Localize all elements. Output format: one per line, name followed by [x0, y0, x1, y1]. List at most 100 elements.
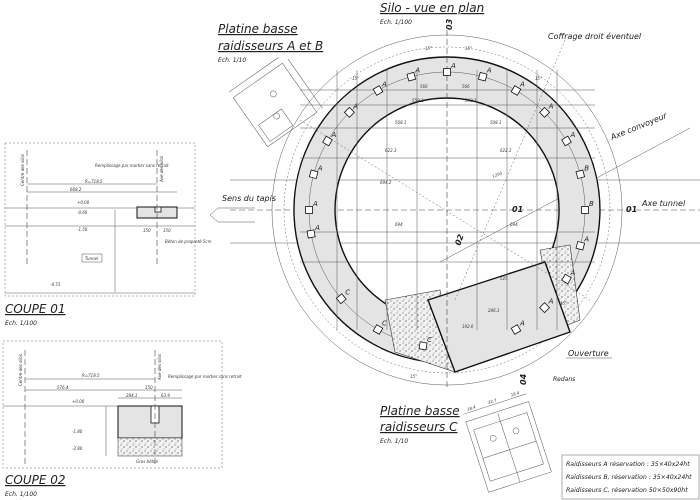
dim-text: 1250	[492, 170, 504, 179]
reservation-marker-icon	[581, 206, 589, 214]
reservation-marker-icon	[477, 71, 488, 82]
reservation-marker-icon	[575, 169, 586, 180]
dim-text: 246.3	[488, 308, 500, 313]
reservation-marker-icon	[510, 85, 522, 96]
reservation-marker-icon	[561, 273, 572, 285]
marker-label: A	[450, 62, 456, 70]
dim-text: 608.2	[70, 187, 82, 192]
angle-text: 15°	[535, 76, 542, 81]
marker-label: A	[519, 80, 525, 88]
stiffener	[258, 108, 294, 142]
dim-text: 559.2	[465, 98, 477, 103]
coupe-01: Centre des silos Axe des silos Remplissa…	[4, 142, 212, 327]
legend-item: Raidisseurs A réservation : 35×40x24ht	[566, 460, 690, 468]
angle-text: 15°	[560, 301, 567, 306]
dim-text: 566	[420, 84, 428, 89]
gros-beton-label: Gros béton	[136, 459, 159, 464]
marker-label: B	[589, 200, 594, 208]
platine-c-title-1: Platine basse	[380, 404, 460, 418]
coupe-02-title: COUPE 02	[5, 473, 66, 487]
reservation-marker-icon	[539, 302, 551, 314]
centre-label: Centre des silos	[20, 154, 25, 186]
marker-label: A	[381, 80, 387, 88]
dim-text: 508.1	[395, 120, 406, 125]
marker-label: A	[548, 298, 554, 306]
conveyor-axis-label: Axe convoyeur	[608, 111, 668, 142]
marker-label: A	[312, 200, 318, 208]
bolt-hole-icon	[273, 112, 280, 120]
reservation-marker-icon	[372, 85, 384, 96]
section-mark-02: 02	[453, 233, 465, 247]
dim-text: 150	[145, 385, 153, 390]
section-mark-01: 01	[512, 205, 523, 214]
reservation-marker-icon	[561, 135, 572, 147]
marker-label: A	[570, 269, 576, 277]
platine-ab-title-1: Platine basse	[218, 22, 298, 36]
stiffener	[497, 413, 521, 483]
dim-text: 192.6	[462, 324, 474, 329]
marker-label: A	[583, 236, 589, 244]
bolt-hole-icon	[270, 90, 277, 98]
level-text: -2.80	[72, 446, 83, 451]
dim-line	[287, 59, 323, 109]
legend-box	[561, 454, 700, 500]
platine-c-title-2: raidisseurs C	[380, 420, 458, 434]
belt-direction-label: Sens du tapis	[222, 194, 276, 203]
marker-label: A	[314, 224, 320, 232]
bolt-hole-icon	[512, 427, 520, 435]
gros-beton	[117, 437, 183, 457]
tunnel-label: Tunnel	[85, 256, 99, 261]
redans-label: Redans	[553, 376, 575, 383]
reservation-legend: Raidisseurs A réservation : 35×40x24ht R…	[561, 454, 700, 500]
dim-text: 32.7	[487, 397, 497, 405]
reservation-marker-icon	[322, 135, 333, 147]
platine-c-detail: Platine basse raidisseurs C Ech. 1/10 18…	[380, 390, 552, 493]
level-text: -4.73	[50, 282, 61, 287]
reservation-marker-icon	[510, 324, 522, 335]
reservation-marker-icon	[306, 229, 316, 239]
dim-text: 622.3	[500, 148, 512, 153]
reservation-marker-icon	[335, 293, 347, 305]
level-text: +0.00	[72, 399, 85, 404]
axis-label: Axe des silos	[159, 156, 164, 183]
dim-text: 576.4	[57, 385, 69, 390]
dim-text: 18.4	[466, 404, 476, 412]
plate-outline	[232, 62, 318, 148]
dim-text: 559.2	[412, 98, 424, 103]
marker-label: A	[330, 131, 336, 139]
marker-label: C	[345, 289, 350, 297]
legend-item: Raidisseurs B, réservation : 35×40x24ht	[566, 473, 692, 481]
tunnel-tag	[81, 253, 103, 263]
coupe-02: Centre des silos Axe des silos Remplissa…	[2, 340, 242, 498]
coupe-02-scale: Ech. 1/100	[5, 491, 37, 498]
bolt-hole-icon	[489, 434, 497, 442]
dim-text: 525	[500, 276, 508, 281]
platine-ab-detail: Platine basse raidisseurs A et B Ech. 1/…	[218, 22, 323, 148]
dim-text: 284.1	[126, 393, 137, 398]
dim-text: 622.3	[385, 148, 397, 153]
axis-label: Axe des silos	[157, 354, 162, 381]
coffrage-label: Coffrage droit éventuel	[548, 31, 642, 41]
marker-label: A	[519, 320, 525, 328]
reservation-marker-icon	[406, 71, 417, 82]
marker-label: A	[570, 131, 576, 139]
fill-note: Remplissage par mortier sans retrait	[168, 374, 242, 379]
dim-text: 18.4	[510, 390, 520, 398]
coffrage-line	[454, 39, 566, 301]
plan-scale: Ech. 1/100	[380, 19, 412, 26]
centre-label: Centre des silos	[18, 354, 23, 386]
marker-label: A	[486, 67, 492, 75]
angle-text: 15°	[465, 46, 472, 51]
section-frame	[2, 340, 223, 469]
opening-block	[427, 261, 571, 373]
marker-label: C	[382, 320, 387, 328]
radius-text: R=718.5	[85, 179, 103, 184]
reservation-marker-icon	[575, 240, 586, 251]
platine-ab-title-2: raidisseurs A et B	[218, 39, 323, 53]
coupe-01-title: COUPE 01	[5, 302, 66, 316]
tunnel-axis-label: Axe tunnel	[641, 199, 686, 208]
dim-text: 63.9	[161, 393, 170, 398]
dimension-circle	[283, 46, 611, 374]
